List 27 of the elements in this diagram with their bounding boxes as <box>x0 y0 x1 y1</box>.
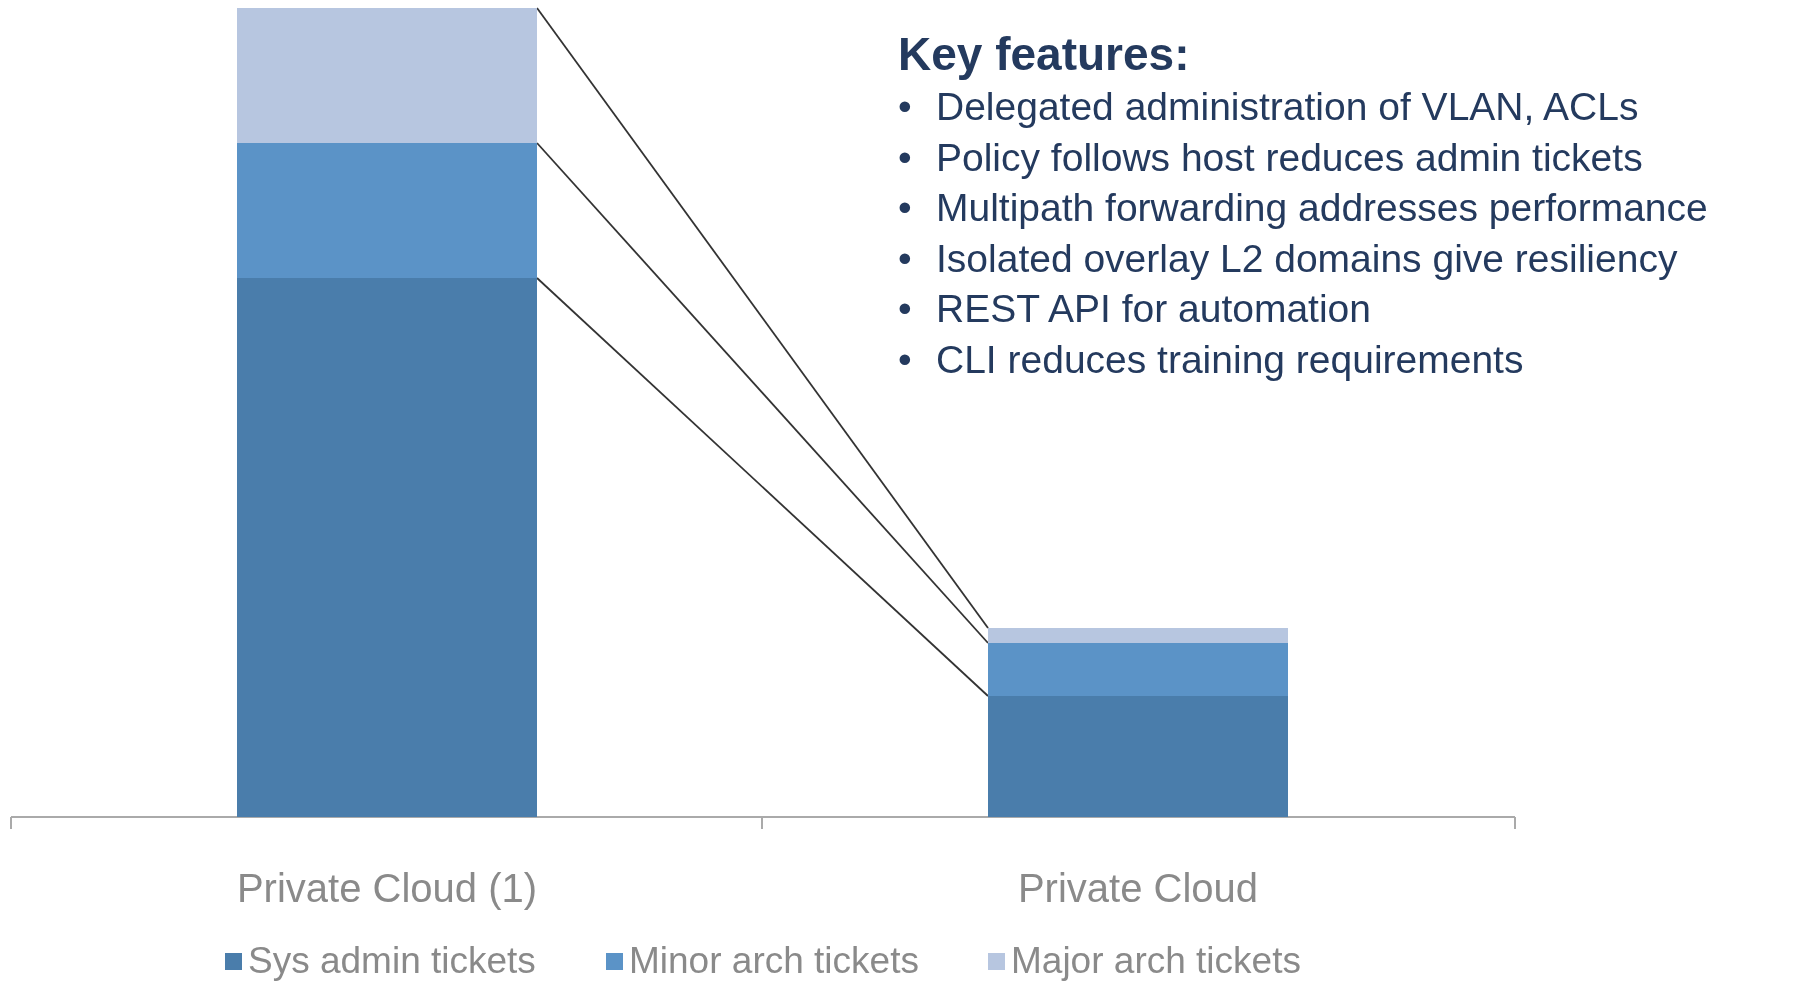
heading: Key features: <box>898 27 1191 82</box>
category-label: Private Cloud (1) <box>236 865 538 912</box>
bullet: • <box>898 185 913 231</box>
feature-item: Isolated overlay L2 domains give resiliency <box>936 235 1678 282</box>
bar-segment <box>237 143 537 278</box>
bullet: • <box>898 336 913 383</box>
feature-item: Policy follows host reduces admin tickets <box>936 134 1643 181</box>
legend-label: Sys admin tickets <box>248 940 536 982</box>
feature-item: Multipath forwarding addresses performance <box>936 185 1708 231</box>
legend-label: Major arch tickets <box>1011 940 1301 982</box>
bar-segment <box>988 696 1288 817</box>
bullet: • <box>898 235 913 282</box>
connector-line <box>536 277 989 697</box>
bar-segment <box>988 628 1288 643</box>
feature-item: REST API for automation <box>936 286 1371 332</box>
feature-item: Delegated administration of VLAN, ACLs <box>936 84 1639 130</box>
bar-segment <box>237 8 537 143</box>
bar-segment <box>988 643 1288 696</box>
bullet: • <box>898 84 913 130</box>
bullet: • <box>898 134 913 181</box>
feature-item: CLI reduces training requirements <box>936 336 1524 383</box>
legend-label: Minor arch tickets <box>629 940 919 982</box>
bullet: • <box>898 286 913 332</box>
connector-line <box>536 7 989 629</box>
category-label: Private Cloud <box>1017 865 1259 912</box>
bar-segment <box>237 278 537 817</box>
connector-line <box>536 142 989 644</box>
